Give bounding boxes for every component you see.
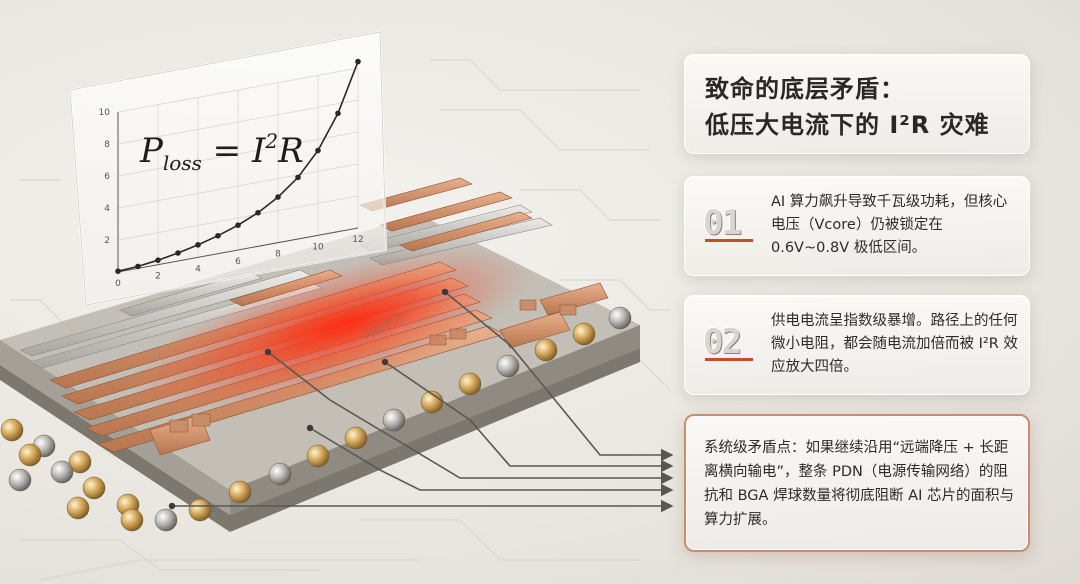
solder-ball [18, 443, 42, 467]
solder-ball [68, 450, 92, 474]
heat-hotspot [128, 247, 532, 413]
solder-ball [268, 462, 292, 486]
data-point [235, 222, 241, 228]
y-tick-label: 2 [104, 236, 110, 246]
data-point [355, 58, 361, 65]
solder-ball [66, 496, 90, 520]
x-tick-label: 12 [352, 235, 363, 245]
data-point [195, 242, 201, 248]
solder-ball [0, 418, 24, 442]
solder-ball [306, 444, 330, 468]
x-tick-label: 6 [235, 257, 241, 267]
x-tick-label: 8 [275, 250, 281, 260]
x-tick-label: 10 [312, 242, 324, 252]
y-tick-label: 8 [104, 140, 110, 150]
solder-ball [8, 468, 32, 492]
conflict-text: 系统级矛盾点：如果继续沿用“远端降压 + 长距离横向输电”，整条 PDN（电源传… [704, 440, 1014, 528]
solder-ball [534, 338, 558, 362]
connector-dots [168, 288, 449, 510]
formula-text: Ploss = I2R [139, 129, 304, 175]
title-line-1: 致命的底层矛盾： [705, 75, 905, 103]
data-point [295, 174, 301, 181]
y-tick-label: 10 [99, 108, 111, 118]
solder-ball [572, 322, 596, 346]
solder-ball [154, 508, 178, 532]
x-axis [117, 227, 359, 273]
data-point [315, 147, 321, 154]
title-panel: 致命的底层矛盾： 低压大电流下的 I²R 灾难 [684, 54, 1030, 154]
data-point [335, 110, 341, 117]
conflict-panel: 系统级矛盾点：如果继续沿用“远端降压 + 长距离横向输电”，整条 PDN（电源传… [684, 414, 1030, 552]
solder-ball [228, 480, 252, 504]
solder-ball [344, 426, 368, 450]
grid-line-horizontal [117, 131, 359, 177]
formula-glass-card [68, 30, 388, 307]
grid-line-horizontal [117, 163, 359, 209]
point-text-1: AI 算力飙升导致千瓦级功耗，但核心电压（Vcore）仍被锁定在 0.6V~0.… [771, 194, 1008, 256]
x-tick-label: 2 [155, 272, 161, 282]
y-tick-label: 6 [104, 172, 110, 182]
solder-ball [458, 372, 482, 396]
solder-ball [188, 498, 212, 522]
data-point [115, 268, 121, 275]
point-card-2: 02 供电电流呈指数级暴增。路径上的任何微小电阻，都会随电流加倍而被 I²R 效… [684, 295, 1030, 395]
solder-ball [82, 476, 106, 500]
bga-solder-balls [0, 306, 632, 532]
solder-ball [50, 460, 74, 484]
connector-arrows [172, 291, 674, 513]
data-point [255, 209, 261, 216]
data-point [275, 194, 281, 200]
solder-ball [382, 408, 406, 432]
data-point [215, 232, 221, 239]
solder-ball [608, 306, 632, 330]
solder-ball [120, 508, 144, 532]
data-point [135, 263, 141, 270]
point-text-2: 供电电流呈指数级暴增。路径上的任何微小电阻，都会随电流加倍而被 I²R 效应放大… [771, 313, 1018, 375]
point-number-1: 01 [703, 203, 759, 249]
x-tick-label: 0 [115, 279, 121, 289]
y-tick-label: 4 [104, 204, 110, 214]
data-point [175, 250, 181, 256]
point-number-2: 02 [703, 322, 759, 368]
title-line-2: 低压大电流下的 I²R 灾难 [705, 111, 990, 139]
x-tick-label: 4 [195, 264, 201, 274]
solder-ball [496, 354, 520, 378]
data-point [155, 257, 161, 263]
point-card-1: 01 AI 算力飙升导致千瓦级功耗，但核心电压（Vcore）仍被锁定在 0.6V… [684, 176, 1030, 276]
grid-line-horizontal [117, 99, 359, 145]
grid-line-horizontal [117, 67, 359, 113]
grid-line-horizontal [117, 195, 359, 241]
